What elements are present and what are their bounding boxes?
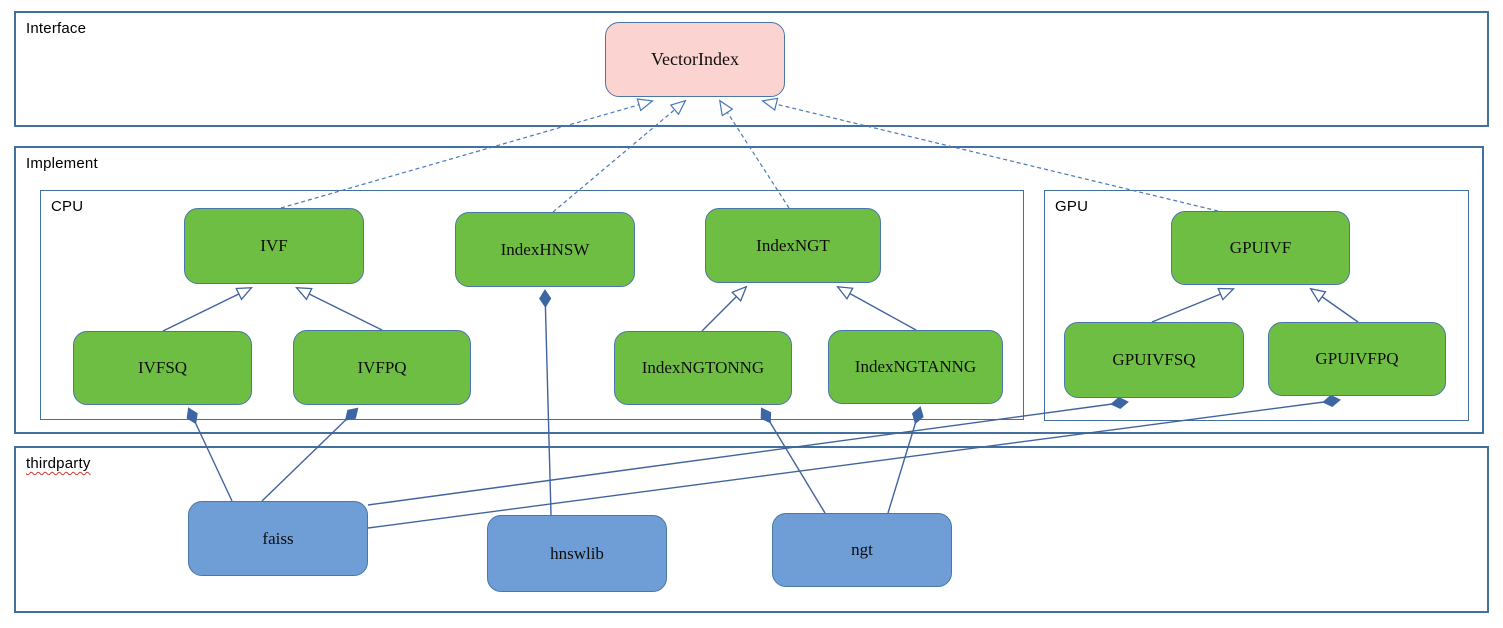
node-label-ivfsq: IVFSQ bbox=[137, 358, 188, 377]
node-indexngtanng[interactable]: IndexNGTANNG bbox=[828, 330, 1003, 404]
node-gpuivf[interactable]: GPUIVF bbox=[1171, 211, 1350, 285]
node-label-gpuivf: GPUIVF bbox=[1229, 238, 1292, 257]
node-label-ngt: ngt bbox=[851, 540, 873, 559]
node-indexhnsw[interactable]: IndexHNSW bbox=[455, 212, 635, 287]
node-faiss[interactable]: faiss bbox=[188, 501, 368, 576]
node-label-indexngtonng: IndexNGTONNG bbox=[641, 358, 765, 377]
node-gpuivfsq[interactable]: GPUIVFSQ bbox=[1064, 322, 1244, 398]
node-indexngt[interactable]: IndexNGT bbox=[705, 208, 881, 283]
section-label-gpu: GPU bbox=[1055, 198, 1089, 215]
node-label-gpuivfpq: GPUIVFPQ bbox=[1315, 349, 1399, 368]
node-label-vectorindex: VectorIndex bbox=[651, 49, 739, 69]
section-label-implement: Implement bbox=[26, 155, 98, 172]
node-label-indexhnsw: IndexHNSW bbox=[500, 239, 590, 259]
node-indexngtonng[interactable]: IndexNGTONNG bbox=[614, 331, 792, 405]
node-label-indexngtanng: IndexNGTANNG bbox=[854, 357, 977, 376]
node-ivfpq[interactable]: IVFPQ bbox=[293, 330, 471, 405]
node-hnswlib[interactable]: hnswlib bbox=[487, 515, 667, 592]
node-label-ivfpq: IVFPQ bbox=[357, 357, 407, 377]
node-ivfsq[interactable]: IVFSQ bbox=[73, 331, 252, 405]
node-ngt[interactable]: ngt bbox=[772, 513, 952, 587]
node-vectorindex[interactable]: VectorIndex bbox=[605, 22, 785, 97]
node-label-faiss: faiss bbox=[262, 528, 294, 548]
node-label-hnswlib: hnswlib bbox=[550, 543, 604, 563]
node-label-ivf: IVF bbox=[260, 236, 288, 255]
node-ivf[interactable]: IVF bbox=[184, 208, 364, 284]
node-label-gpuivfsq: GPUIVFSQ bbox=[1112, 350, 1196, 369]
node-label-indexngt: IndexNGT bbox=[756, 235, 830, 255]
section-label-interface: Interface bbox=[26, 20, 87, 37]
section-label-cpu: CPU bbox=[51, 198, 84, 215]
node-gpuivfpq[interactable]: GPUIVFPQ bbox=[1268, 322, 1446, 396]
section-label-thirdparty: thirdparty bbox=[26, 455, 91, 472]
